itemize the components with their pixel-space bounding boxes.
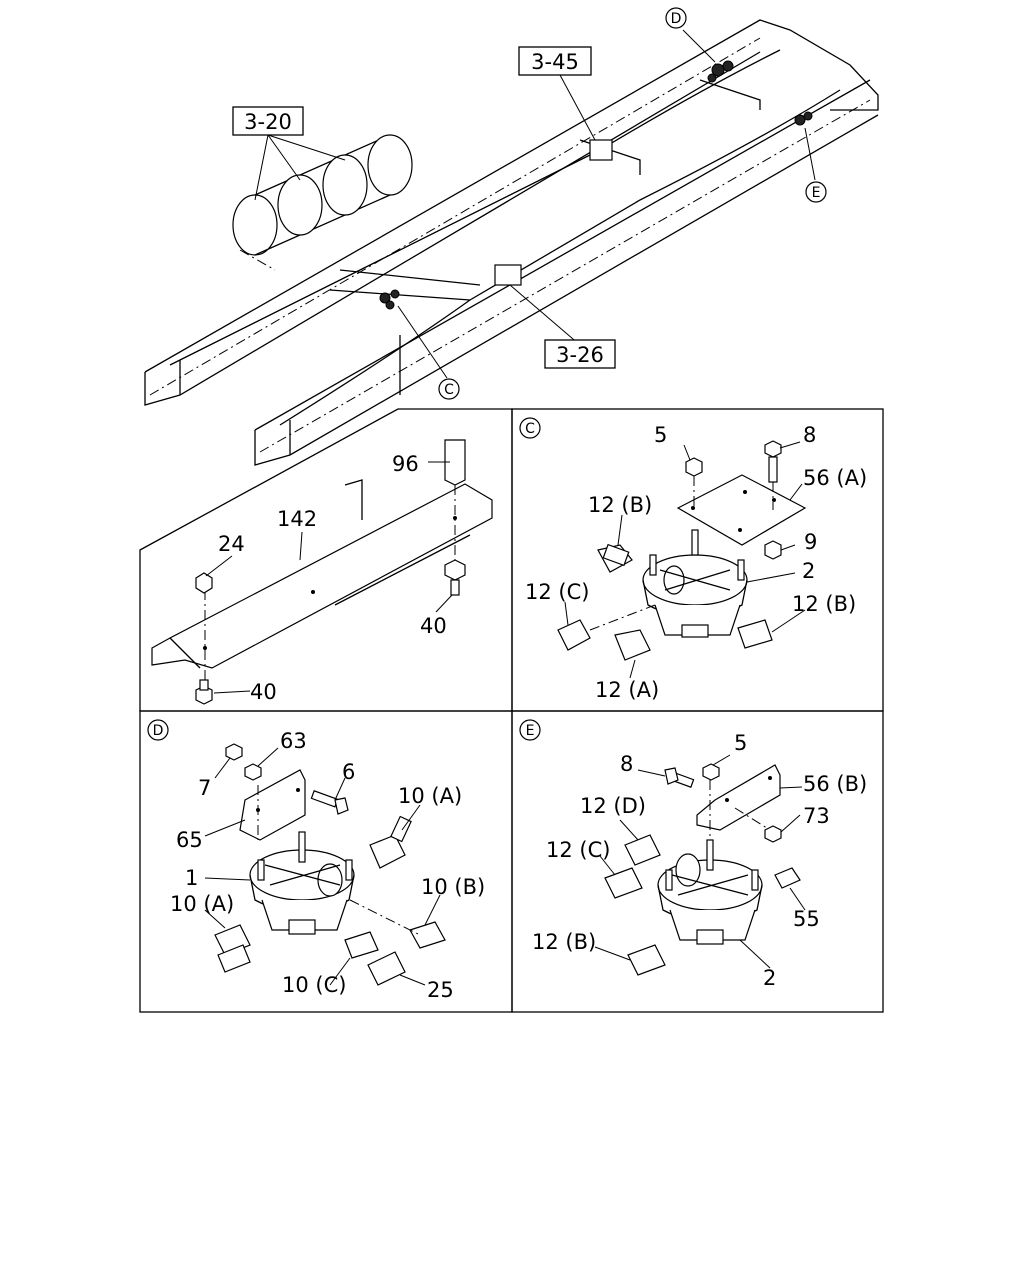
panel-e-title: E xyxy=(526,723,535,739)
part-label-56b: 56 (B) xyxy=(803,772,867,796)
panel-c-title: C xyxy=(525,421,535,437)
ref-label: 3-20 xyxy=(244,110,292,134)
part-label-12b: 12 (B) xyxy=(532,930,596,954)
panel-c-relay-valve: C xyxy=(519,417,807,679)
part-label-25: 25 xyxy=(427,978,454,1002)
part-label-2: 2 xyxy=(802,559,815,583)
ref-box-3-26[interactable]: 3-26 xyxy=(544,339,616,369)
panel-e-relay-valve: E xyxy=(519,719,806,976)
part-label-55: 55 xyxy=(793,907,820,931)
ref-box-3-20[interactable]: 3-20 xyxy=(232,106,304,136)
part-label-12b: 12 (B) xyxy=(792,592,856,616)
part-label-10a: 10 (A) xyxy=(170,892,234,916)
callout-e[interactable]: E xyxy=(805,181,827,203)
part-label-12b: 12 (B) xyxy=(588,493,652,517)
part-label-63: 63 xyxy=(280,729,307,753)
part-label-24: 24 xyxy=(218,532,245,556)
part-label-56a: 56 (A) xyxy=(803,466,867,490)
callout-c[interactable]: C xyxy=(438,378,460,400)
part-label-12c: 12 (C) xyxy=(525,580,589,604)
part-label-8: 8 xyxy=(620,752,633,776)
part-label-8: 8 xyxy=(803,423,816,447)
part-label-40: 40 xyxy=(250,680,277,704)
callout-letter: E xyxy=(812,185,821,201)
part-label-142: 142 xyxy=(277,507,317,531)
part-label-65: 65 xyxy=(176,828,203,852)
part-label-73: 73 xyxy=(803,804,830,828)
part-label-10c: 10 (C) xyxy=(282,973,346,997)
callout-letter: D xyxy=(671,11,682,27)
part-label-96: 96 xyxy=(392,452,419,476)
part-label-12a: 12 (A) xyxy=(595,678,659,702)
part-label-5: 5 xyxy=(654,423,667,447)
chassis-frame-overview xyxy=(144,19,879,466)
part-label-10a: 10 (A) xyxy=(398,784,462,808)
callout-letter: C xyxy=(444,382,454,398)
part-label-10b: 10 (B) xyxy=(421,875,485,899)
panel-cover-plate xyxy=(151,439,493,705)
part-label-6: 6 xyxy=(342,760,355,784)
panel-frames xyxy=(139,408,884,1013)
part-label-2: 2 xyxy=(763,966,776,990)
callout-d[interactable]: D xyxy=(665,7,687,29)
panel-d-title: D xyxy=(153,723,164,739)
part-label-7: 7 xyxy=(198,776,211,800)
ref-label: 3-45 xyxy=(531,50,579,74)
part-label-40: 40 xyxy=(420,614,447,638)
part-label-9: 9 xyxy=(804,530,817,554)
part-label-12d: 12 (D) xyxy=(580,794,646,818)
ref-box-3-45[interactable]: 3-45 xyxy=(518,46,592,76)
part-label-12c: 12 (C) xyxy=(546,838,610,862)
part-label-1: 1 xyxy=(185,866,198,890)
ref-label: 3-26 xyxy=(556,343,604,367)
panel-d-relay-valve: D xyxy=(147,719,446,986)
part-label-5: 5 xyxy=(734,731,747,755)
